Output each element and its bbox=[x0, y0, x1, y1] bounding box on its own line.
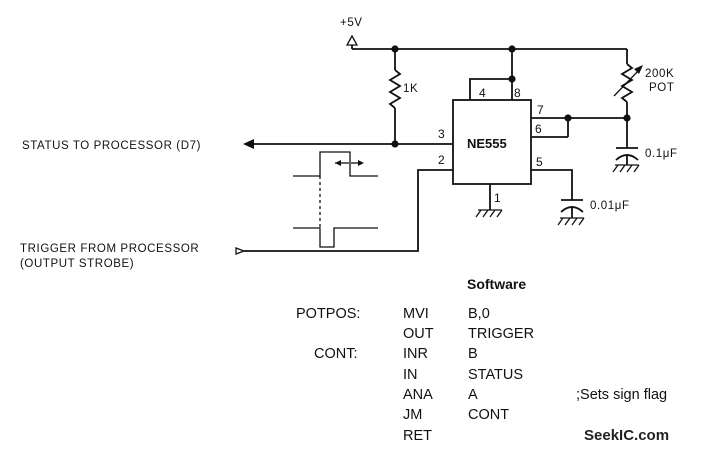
pin-5-label: 5 bbox=[536, 155, 543, 169]
pot-label-line1: 200K bbox=[645, 68, 674, 80]
code-label: POTPOS: bbox=[296, 306, 360, 322]
trigger-arrow bbox=[235, 247, 246, 255]
chip-label: NE555 bbox=[467, 136, 507, 151]
code-line: OUT TRIGGER bbox=[403, 326, 534, 342]
pin-8-label: 8 bbox=[514, 86, 521, 100]
pin-2-label: 2 bbox=[438, 153, 445, 167]
code-opcode: ANA bbox=[403, 387, 433, 403]
code-opcode: OUT bbox=[403, 326, 434, 342]
code-operand: B bbox=[468, 346, 478, 362]
resistor-1k-symbol bbox=[388, 69, 402, 109]
status-arrow bbox=[243, 139, 254, 149]
code-comment: ;Sets sign flag bbox=[576, 387, 667, 403]
code-opcode: JM bbox=[403, 407, 422, 423]
code-line: RET bbox=[403, 428, 432, 444]
cap-0-01uf-label: 0.01μF bbox=[590, 200, 630, 212]
supply-label: +5V bbox=[340, 17, 363, 29]
code-operand: CONT bbox=[468, 407, 509, 423]
code-line: POTPOS: MVI B,0 bbox=[296, 306, 490, 322]
supply-terminal-symbol bbox=[345, 34, 359, 46]
pot-label-line2: POT bbox=[649, 82, 674, 94]
code-line: IN STATUS bbox=[403, 367, 523, 383]
code-opcode: INR bbox=[403, 346, 428, 362]
watermark: SeekIC.com bbox=[584, 427, 669, 444]
status-waveform bbox=[293, 151, 378, 177]
pot-wiper-arrow bbox=[613, 67, 642, 97]
code-operand: STATUS bbox=[468, 367, 523, 383]
junction-dot bbox=[564, 114, 572, 122]
resistor-1k-label: 1K bbox=[403, 83, 418, 95]
code-line: CONT: INR B bbox=[314, 346, 478, 362]
pin-7-label: 7 bbox=[537, 103, 544, 117]
junction-dot bbox=[391, 140, 399, 148]
cap-0-1uf-label: 0.1μF bbox=[645, 148, 678, 160]
code-line: ANA A ;Sets sign flag bbox=[403, 387, 667, 403]
ne555-chip bbox=[452, 99, 532, 185]
trigger-waveform bbox=[293, 227, 378, 248]
code-operand: A bbox=[468, 387, 478, 403]
pin-4-label: 4 bbox=[479, 86, 486, 100]
code-line: JM CONT bbox=[403, 407, 509, 423]
code-opcode: RET bbox=[403, 428, 432, 444]
trigger-label-line2: (OUTPUT STROBE) bbox=[20, 258, 134, 270]
status-label: STATUS TO PROCESSOR (D7) bbox=[22, 140, 201, 152]
pin-6-label: 6 bbox=[535, 122, 542, 136]
code-label: CONT: bbox=[314, 346, 358, 362]
code-opcode: IN bbox=[403, 367, 418, 383]
trigger-label-line1: TRIGGER FROM PROCESSOR bbox=[20, 243, 199, 255]
junction-dot bbox=[508, 75, 516, 83]
code-operand: TRIGGER bbox=[468, 326, 534, 342]
pin-1-label: 1 bbox=[494, 191, 501, 205]
code-opcode: MVI bbox=[403, 306, 429, 322]
software-title: Software bbox=[467, 276, 526, 292]
code-operand: B,0 bbox=[468, 306, 490, 322]
pin-3-label: 3 bbox=[438, 127, 445, 141]
